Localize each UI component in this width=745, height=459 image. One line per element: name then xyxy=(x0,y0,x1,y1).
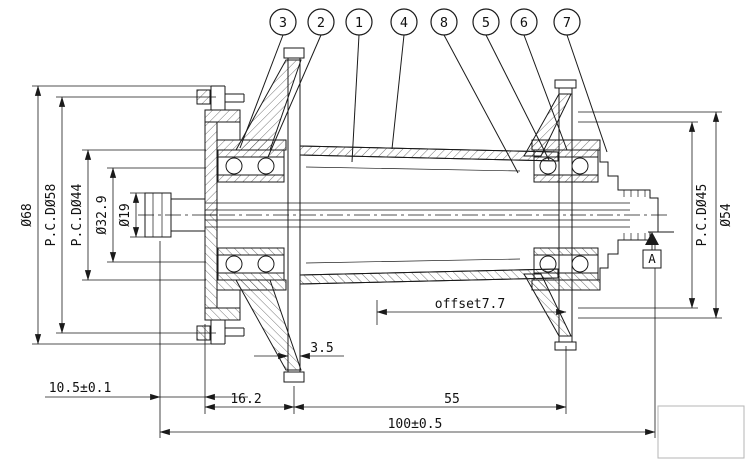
balloon-8: 8 xyxy=(430,8,458,36)
disc-bolt-shank xyxy=(225,93,245,103)
balloon-7: 7 xyxy=(553,8,581,36)
balloon-6: 6 xyxy=(510,8,538,36)
dim-dia54-label: Ø54 xyxy=(719,203,734,227)
balloon-8-label: 8 xyxy=(440,15,448,31)
disc-mount-plate xyxy=(210,85,226,110)
dimension-lines xyxy=(32,85,722,438)
balloon-5: 5 xyxy=(472,8,500,36)
balloon-4-label: 4 xyxy=(400,15,408,31)
dim-pcd44-label: P.C.DØ44 xyxy=(70,184,85,247)
right-flange-tip xyxy=(554,79,577,89)
blank-corner-box xyxy=(657,405,745,459)
dim-pcd45-label: P.C.DØ45 xyxy=(695,184,710,247)
dim-dia19-label: Ø19 xyxy=(118,203,133,226)
left-flange-tip xyxy=(283,47,305,59)
balloon-7-label: 7 xyxy=(563,15,571,31)
balloon-3: 3 xyxy=(269,8,297,36)
dim-pcd58-label: P.C.DØ58 xyxy=(44,184,59,247)
balloon-2: 2 xyxy=(307,8,335,36)
right-bearing xyxy=(533,149,599,183)
dim-dia68-label: Ø68 xyxy=(20,203,35,226)
dim-dia32-9-label: Ø32.9 xyxy=(95,195,110,234)
dim-flange-thickness-label: 3.5 xyxy=(310,341,333,356)
datum-triangle xyxy=(645,232,659,245)
dim-overall-length-label: 100±0.5 xyxy=(388,417,443,432)
dim-left-flange-offset-label: 16.2 xyxy=(230,392,261,407)
balloon-callouts: 3 2 1 4 8 5 6 7 xyxy=(269,8,581,36)
hub-cross-section-upper xyxy=(144,47,659,216)
balloon-1-label: 1 xyxy=(355,15,363,31)
left-bearing xyxy=(217,149,285,183)
datum-flag-a: A xyxy=(642,231,674,269)
balloon-2-label: 2 xyxy=(317,15,325,31)
balloon-6-label: 6 xyxy=(520,15,528,31)
dim-axle-step-label: 10.5±0.1 xyxy=(49,381,112,396)
datum-letter: A xyxy=(648,251,656,266)
dim-center-offset-label: offset7.7 xyxy=(435,297,505,312)
balloon-5-label: 5 xyxy=(482,15,490,31)
hub-cross-section-lower-mirror xyxy=(144,214,659,383)
left-web xyxy=(235,59,302,151)
dimension-labels: Ø68 P.C.DØ58 P.C.DØ44 Ø32.9 Ø19 P.C.DØ45… xyxy=(20,184,734,432)
balloon-leaders xyxy=(239,34,608,174)
dim-flange-spacing-label: 55 xyxy=(444,392,460,407)
end-cap xyxy=(599,150,659,215)
balloon-4: 4 xyxy=(390,8,418,36)
balloon-3-label: 3 xyxy=(279,15,287,31)
balloon-1: 1 xyxy=(345,8,373,36)
shell-barrel xyxy=(299,145,559,162)
